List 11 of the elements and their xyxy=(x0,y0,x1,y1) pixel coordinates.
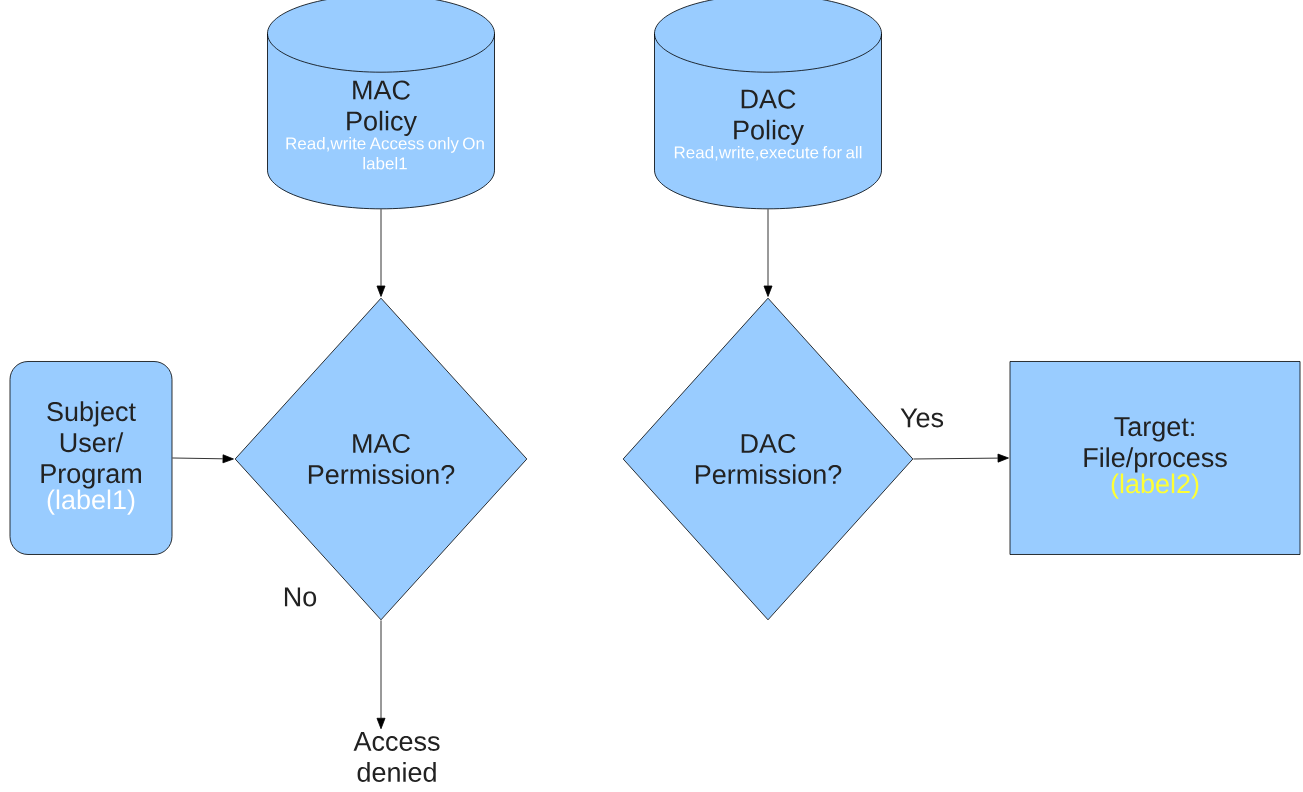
database-cylinder: MAC Policy Read,write Access only On label1 xyxy=(267,0,495,210)
arrow xyxy=(172,454,234,464)
arrow xyxy=(376,620,386,730)
arrow xyxy=(763,208,773,297)
database-cylinder: DAC Policy Read,write,execute for all xyxy=(654,0,882,210)
edge-label: No xyxy=(284,587,317,607)
end-text: Access denied xyxy=(353,732,440,782)
arrow xyxy=(376,208,386,297)
rounded-box: Subject User/ Program (label1) xyxy=(9,361,173,555)
process-box: Target: File/process (label2) xyxy=(1009,361,1301,555)
arrow xyxy=(913,453,1009,463)
